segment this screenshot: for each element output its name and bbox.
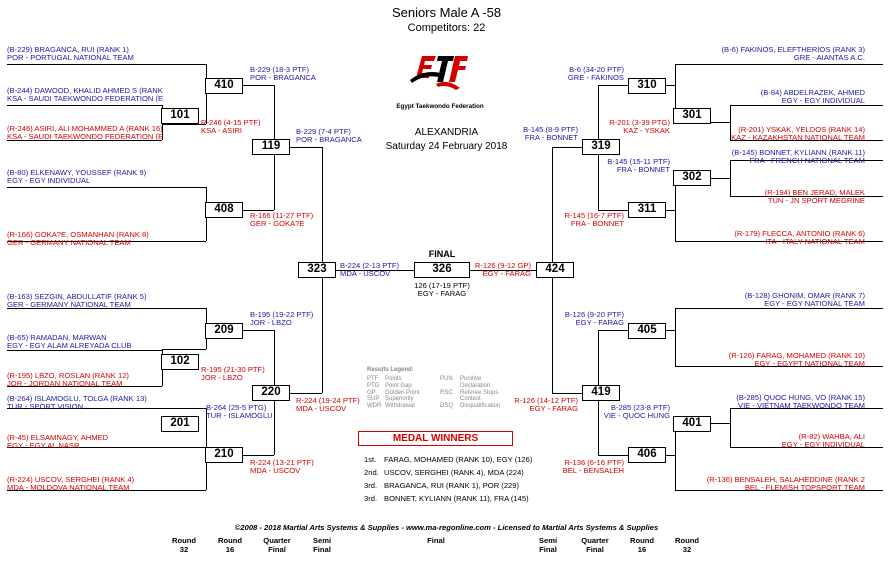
result-419: R-126 (14-12 PTF)EGY - FARAG <box>514 396 578 413</box>
medal-row-2: 2nd.USCOV, SERGHEI (RANK 4), MDA (224) <box>364 468 524 477</box>
entry-left-6: (B-163) SEZGIN, ABDULLATIF (RANK 5)GER -… <box>7 292 147 309</box>
match-311: 311 <box>628 202 666 218</box>
entry-left-9: (B-264) ISLAMOGLU, TOLGA (RANK 13)TUR - … <box>7 394 147 411</box>
final-label: FINAL <box>428 249 456 259</box>
result-410: B-229 (18-3 PTF)POR - BRAGANCA <box>250 65 316 82</box>
logo-caption: Egypt Taekwondo Federation <box>396 103 484 110</box>
match-424: 424 <box>536 262 574 278</box>
entry-right-6: (R-179) FLECCA, ANTONIO (RANK 6)ITA - IT… <box>734 229 865 246</box>
match-220: 220 <box>252 385 290 401</box>
entry-left-4: (B-80) ELKENAWY, YOUSSEF (RANK 9)EGY - E… <box>7 168 147 185</box>
medal-row-4: 3rd.BONNET, KYLIANN (RANK 11), FRA (145) <box>364 494 529 503</box>
match-401: 401 <box>673 416 711 432</box>
medal-winners-header: MEDAL WINNERS <box>358 431 513 446</box>
event-date: Saturday 24 February 2018 <box>385 141 508 152</box>
result-201: B-264 (25-5 PTG)TUR - ISLAMOGLU <box>206 403 273 420</box>
entry-right-9: (B-285) QUOC HUNG, VO (RANK 15)VIE - VIE… <box>736 393 865 410</box>
copyright-footer: ©2008 - 2018 Martial Arts Systems & Supp… <box>234 523 659 532</box>
entry-right-3: (R-201) YSKAK, YELDOS (RANK 14)KAZ - KAZ… <box>731 125 865 142</box>
match-323: 323 <box>298 262 336 278</box>
match-101: 101 <box>161 108 199 124</box>
result-408: R-166 (11-27 PTF)GER - GOKA?E <box>250 211 314 228</box>
result-401: B-285 (23-8 PTF)VIE - QUOC HUNG <box>603 403 670 420</box>
competitors-count: Competitors: 22 <box>407 22 486 34</box>
result-311: R-145 (16-7 PTF)FRA - BONNET <box>564 211 624 228</box>
result-119: B-229 (7-4 PTF)POR - BRAGANCA <box>296 127 362 144</box>
match-210: 210 <box>205 447 243 463</box>
result-405: B-126 (9-20 PTF)EGY - FARAG <box>564 310 624 327</box>
entry-right-4: (B-145) BONNET, KYLIANN (RANK 11)FRA - F… <box>731 148 865 165</box>
result-302: B-145 (15-11 PTF)FRA - BONNET <box>607 157 670 174</box>
etf-logo-icon <box>410 56 468 90</box>
result-301: R-201 (3-39 PTG)KAZ - YSKAK <box>609 118 670 135</box>
federation-logo: Egypt Taekwondo Federation <box>392 52 488 118</box>
match-419: 419 <box>582 385 620 401</box>
match-319: 319 <box>582 139 620 155</box>
entry-left-8: (R-195) LBZO, ROSLAN (RANK 12)JOR - JORD… <box>7 371 129 388</box>
legend-title: Results Legend: <box>367 367 414 373</box>
match-405: 405 <box>628 323 666 339</box>
entry-right-8: (R-126) FARAG, MOHAMED (RANK 10)EGY - EG… <box>728 351 865 368</box>
entry-left-1: (B-229) BRAGANCA, RUI (RANK 1)POR - PORT… <box>7 45 134 62</box>
match-209: 209 <box>205 323 243 339</box>
medal-row-3: 3rd.BRAGANCA, RUI (RANK 1), POR (229) <box>364 481 520 490</box>
result-102: R-195 (21-30 PTF)JOR - LBZO <box>201 365 265 382</box>
final-result: 126 (17-19 PTF)EGY - FARAG <box>414 281 470 298</box>
match-410: 410 <box>205 78 243 94</box>
result-209: B-195 (19-22 PTF)JOR - LBZO <box>250 310 314 327</box>
match-302: 302 <box>673 170 711 186</box>
entry-left-3: (R-246) ASIRI, ALI MOHAMMED A (RANK 16)K… <box>7 124 164 141</box>
event-city: ALEXANDRIA <box>414 127 479 138</box>
match-310: 310 <box>628 78 666 94</box>
result-319: B-145 (8-9 PTF)FRA - BONNET <box>523 125 578 142</box>
round-label-final: Final <box>427 536 445 545</box>
entry-right-1: (B-6) FAKINOS, ELEFTHERIOS (RANK 3)GRE -… <box>721 45 865 62</box>
result-424: R-126 (9-12 GP)EGY - FARAG <box>474 261 531 278</box>
entry-right-7: (B-128) GHONIM, OMAR (RANK 7)EGY - EGY N… <box>744 291 865 308</box>
page-title: Seniors Male A -58 <box>391 5 502 20</box>
entry-left-5: (R-166) GOKA?E, OSMANHAN (RANK 8)GER - G… <box>7 230 149 247</box>
match-406: 406 <box>628 447 666 463</box>
result-310: B-6 (34-20 PTF)GRE - FAKINOS <box>567 65 624 82</box>
match-102: 102 <box>161 354 199 370</box>
match-326-final: 326 <box>414 262 470 278</box>
match-201: 201 <box>161 416 199 432</box>
entry-left-11: (R-224) USCOV, SERGHEI (RANK 4)MDA - MOL… <box>7 475 135 492</box>
result-220: R-224 (19-24 PTF)MDA - USCOV <box>296 396 360 413</box>
match-301: 301 <box>673 108 711 124</box>
result-323: B-224 (2-13 PTF)MDA - USCOV <box>340 261 400 278</box>
result-406: R-136 (6-16 PTF)BEL - BENSALEH <box>562 458 624 475</box>
match-119: 119 <box>252 139 290 155</box>
match-408: 408 <box>205 202 243 218</box>
result-101: R-246 (4-15 PTF)KSA - ASIRI <box>201 118 261 135</box>
medal-row-1: 1st.FARAG, MOHAMED (RANK 10), EGY (126) <box>364 455 533 464</box>
result-210: R-224 (13-21 PTF)MDA - USCOV <box>250 458 314 475</box>
